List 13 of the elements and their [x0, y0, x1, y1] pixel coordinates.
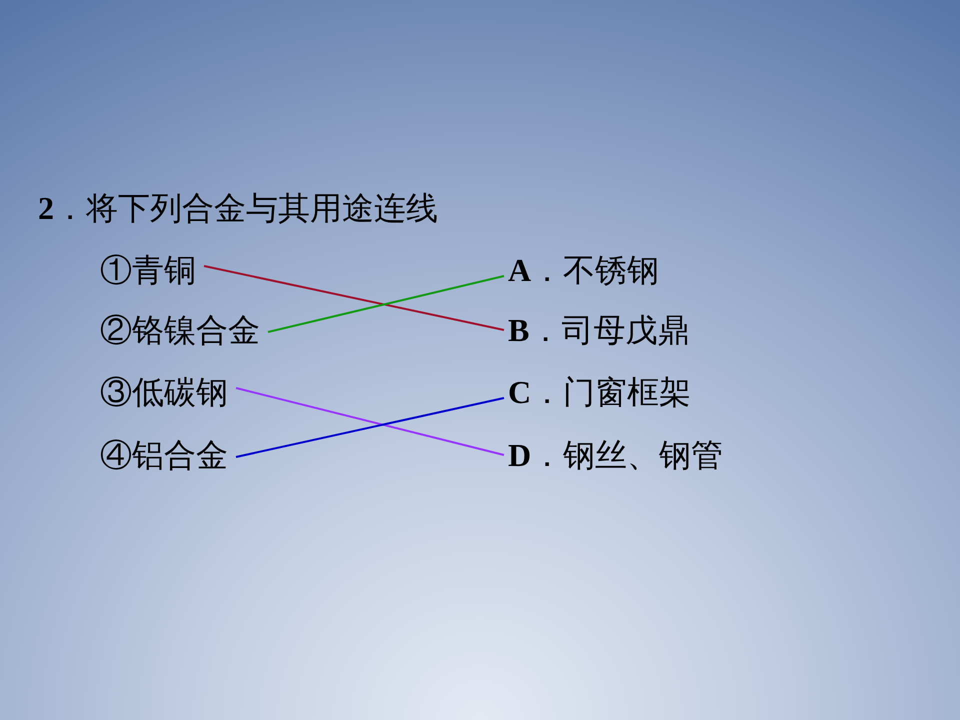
item-text: ②铬镍合金: [100, 312, 260, 348]
item-text: C．门窗框架: [508, 374, 692, 410]
connector-line: [268, 275, 504, 333]
connector-line: [236, 387, 504, 456]
item-text: B．司母戊鼎: [508, 312, 690, 348]
item-text: ①青铜: [100, 252, 196, 288]
question-text: 2．将下列合金与其用途连线: [38, 190, 438, 226]
connector-line: [236, 397, 504, 458]
connector-line: [204, 265, 504, 331]
item-text: ④铝合金: [100, 437, 228, 473]
item-text: A．不锈钢: [508, 252, 660, 288]
item-text: ③低碳钢: [100, 374, 228, 410]
item-text: D．钢丝、钢管: [508, 437, 724, 473]
